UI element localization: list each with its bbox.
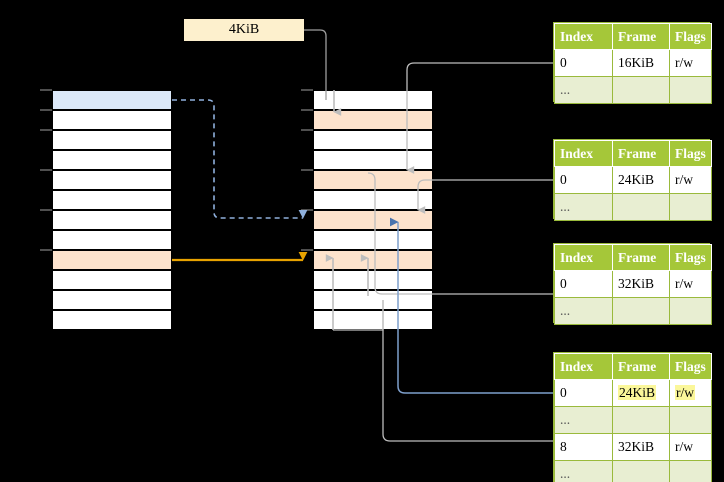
table-row[interactable]: 0 24KiB r/w (554, 166, 712, 194)
physical-row-3[interactable] (313, 150, 433, 170)
cell-index: 0 (554, 270, 613, 298)
virtual-column-ticks (40, 89, 52, 251)
cell-frame: 16KiB (612, 49, 670, 77)
virtual-row-6[interactable] (52, 210, 172, 230)
column-header-frame: Frame (612, 140, 670, 167)
physical-row-9[interactable] (313, 270, 433, 290)
virtual-row-1[interactable] (52, 110, 172, 130)
cell-frame: 24KiB (612, 166, 670, 194)
cell-frame: 24KiB (612, 379, 670, 407)
column-header-flags: Flags (669, 23, 712, 50)
cell-index: ... (554, 76, 613, 104)
cell-frame (612, 297, 670, 325)
cell-flags (669, 406, 712, 434)
cell-flags: r/w (669, 270, 712, 298)
cell-flags (669, 297, 712, 325)
column-header-flags: Flags (669, 353, 712, 380)
table-header-row: Index Frame Flags (554, 244, 712, 271)
table-row[interactable]: 0 32KiB r/w (554, 270, 712, 298)
pte-table-1: Index Frame Flags 0 16KiB r/w ... (553, 22, 712, 104)
cell-frame (612, 460, 670, 482)
cell-flags (669, 460, 712, 482)
physical-row-7[interactable] (313, 230, 433, 250)
cell-index: 0 (554, 379, 613, 407)
column-header-index: Index (554, 140, 613, 167)
physical-row-6[interactable] (313, 210, 433, 230)
physical-row-5[interactable] (313, 190, 433, 210)
physical-row-10[interactable] (313, 290, 433, 310)
column-header-frame: Frame (612, 23, 670, 50)
physical-column-ticks (301, 89, 313, 251)
column-header-index: Index (554, 23, 613, 50)
cell-flags-text: r/w (675, 385, 695, 400)
cell-frame (612, 193, 670, 221)
table-header-row: Index Frame Flags (554, 353, 712, 380)
wire-table2-to-physical (417, 179, 553, 214)
cell-index: ... (554, 460, 613, 482)
virtual-row-7[interactable] (52, 230, 172, 250)
cell-frame (612, 406, 670, 434)
cell-frame-text: 24KiB (618, 385, 657, 400)
physical-memory-column (313, 90, 433, 330)
column-header-index: Index (554, 353, 613, 380)
table-row-highlighted[interactable]: 0 24KiB r/w (554, 379, 712, 407)
physical-row-4[interactable] (313, 170, 433, 190)
cell-index: ... (554, 193, 613, 221)
virtual-row-10[interactable] (52, 290, 172, 310)
table-row-ellipsis[interactable]: ... (554, 193, 712, 221)
cell-flags: r/w (669, 433, 712, 461)
physical-row-11[interactable] (313, 310, 433, 330)
cell-index-text: 0 (560, 385, 567, 400)
callout-4kib: 4KiB (184, 19, 304, 41)
table-header-row: Index Frame Flags (554, 23, 712, 50)
physical-row-1[interactable] (313, 110, 433, 130)
virtual-row-2[interactable] (52, 130, 172, 150)
pte-table-4: Index Frame Flags 0 24KiB r/w ... 8 (553, 352, 712, 482)
cell-flags: r/w (669, 379, 712, 407)
column-header-flags: Flags (669, 244, 712, 271)
virtual-row-5[interactable] (52, 190, 172, 210)
table-row[interactable]: 0 16KiB r/w (554, 49, 712, 77)
cell-frame: 32KiB (612, 433, 670, 461)
virtual-row-0[interactable] (52, 90, 172, 110)
table-row-ellipsis[interactable]: ... (554, 76, 712, 104)
cell-flags (669, 193, 712, 221)
cell-flags: r/w (669, 49, 712, 77)
cell-flags (669, 76, 712, 104)
callout-label: 4KiB (228, 22, 260, 37)
cell-index: 8 (554, 433, 613, 461)
wire-virtual0-to-physical6 (172, 99, 308, 219)
cell-index: ... (554, 297, 613, 325)
table-row-ellipsis[interactable]: ... (554, 406, 712, 434)
table-header-row: Index Frame Flags (554, 140, 712, 167)
cell-flags: r/w (669, 166, 712, 194)
column-header-flags: Flags (669, 140, 712, 167)
virtual-address-column (52, 90, 172, 330)
cell-index: 0 (554, 166, 613, 194)
column-header-frame: Frame (612, 244, 670, 271)
column-header-index: Index (554, 244, 613, 271)
column-header-frame: Frame (612, 353, 670, 380)
virtual-row-11[interactable] (52, 310, 172, 330)
table-row-ellipsis[interactable]: ... (554, 297, 712, 325)
cell-index: ... (554, 406, 613, 434)
pte-table-2: Index Frame Flags 0 24KiB r/w ... (553, 139, 712, 221)
cell-index: 0 (554, 49, 613, 77)
virtual-row-8[interactable] (52, 250, 172, 270)
cell-frame: 32KiB (612, 270, 670, 298)
physical-row-2[interactable] (313, 130, 433, 150)
table-row-ellipsis[interactable]: ... (554, 460, 712, 482)
pte-table-3: Index Frame Flags 0 32KiB r/w ... (553, 243, 712, 325)
cell-frame (612, 76, 670, 104)
virtual-row-9[interactable] (52, 270, 172, 290)
virtual-row-3[interactable] (52, 150, 172, 170)
table-row[interactable]: 8 32KiB r/w (554, 433, 712, 461)
virtual-row-4[interactable] (52, 170, 172, 190)
physical-row-8[interactable] (313, 250, 433, 270)
physical-row-0[interactable] (313, 90, 433, 110)
